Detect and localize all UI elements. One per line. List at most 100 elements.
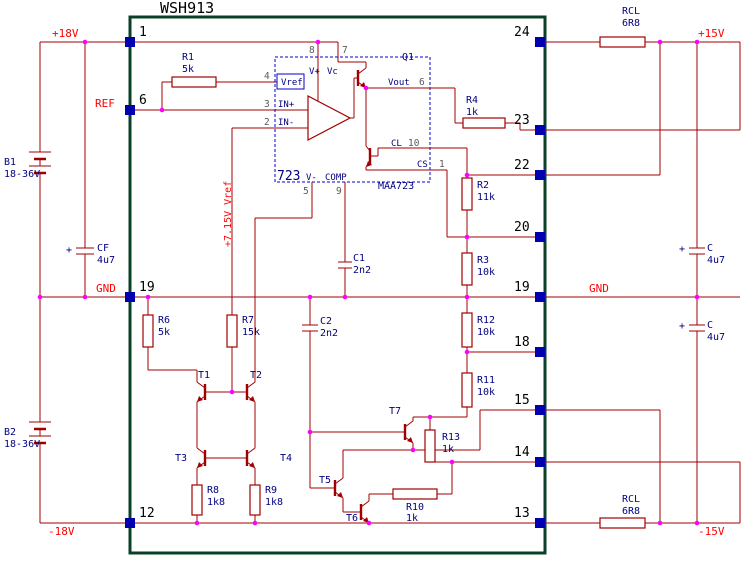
- part-cf-value: 4u7: [97, 255, 115, 266]
- ic-pin-comp: COMP: [325, 173, 347, 183]
- part-r10-name: R10: [406, 502, 424, 513]
- part-r4-name: R4: [466, 95, 478, 106]
- part-rcl-bot-name: RCL: [622, 494, 640, 505]
- pin-label-19-left: 19: [139, 280, 155, 295]
- net-label-plus15v: +15V: [698, 27, 725, 40]
- part-t4-name: T4: [280, 453, 292, 464]
- resistor-r1: [171, 76, 217, 88]
- part-cbot-value: 4u7: [707, 332, 725, 343]
- ic-pinnum-3: 3: [264, 99, 270, 110]
- part-rcl-top-name: RCL: [622, 6, 640, 17]
- pin-square-24: [535, 37, 545, 47]
- resistor-r4: [462, 117, 506, 129]
- capacitor-cf-plates: [76, 247, 94, 255]
- ic-pinnum-1: 1: [439, 159, 445, 170]
- pin-label-14: 14: [514, 445, 530, 460]
- ic-pin-vplus: V+: [309, 67, 320, 77]
- part-r10-value: 1k: [406, 513, 418, 524]
- pin-label-24: 24: [514, 25, 530, 40]
- part-r4-value: 1k: [466, 107, 478, 118]
- wire-set-cl-cs: [365, 147, 468, 237]
- transistor-t6: [359, 500, 370, 524]
- chip-frame: [128, 15, 547, 555]
- wires-right-column: [343, 174, 535, 494]
- part-b2-value: 18-36V: [4, 439, 40, 450]
- net-label-ref: REF: [95, 97, 115, 110]
- pin-label-1: 1: [139, 25, 147, 40]
- ic-723-dashed-box: [274, 56, 431, 183]
- ic-pin-vref: Vref: [281, 78, 303, 88]
- part-r7-value: 15k: [242, 327, 260, 338]
- pin-label-23: 23: [514, 113, 530, 128]
- transistor-t2: [245, 381, 256, 403]
- net-label-minus18v: -18V: [48, 525, 75, 538]
- pin-square-1: [125, 37, 135, 47]
- net-label-vref: +7.15V Vref: [223, 181, 234, 247]
- ic-pinnum-7: 7: [342, 45, 348, 56]
- resistor-r13: [424, 429, 436, 463]
- part-b1-name: B1: [4, 157, 16, 168]
- pin-square-18: [535, 347, 545, 357]
- part-r13-name: R13: [442, 432, 460, 443]
- ic-pinnum-5: 5: [303, 186, 309, 197]
- part-t2-name: T2: [250, 370, 262, 381]
- wire-set-opamp: [135, 41, 367, 392]
- part-t3-name: T3: [175, 453, 187, 464]
- part-r1-name: R1: [182, 52, 194, 63]
- part-cbot-plus: +: [679, 321, 685, 332]
- part-r12-value: 10k: [477, 327, 495, 338]
- part-r9-value: 1k8: [265, 497, 283, 508]
- pin-label-15: 15: [514, 393, 530, 408]
- part-rcl-bot-value: 6R8: [622, 506, 640, 517]
- pin-square-6: [125, 105, 135, 115]
- ic-pinnum-10: 10: [408, 138, 420, 149]
- part-ctop-plus: +: [679, 244, 685, 255]
- resistor-r3: [461, 252, 473, 286]
- resistor-rcl-bottom: [599, 517, 646, 529]
- pin-label-6: 6: [139, 93, 147, 108]
- net-label-minus15v: -15V: [698, 525, 725, 538]
- pin-square-20: [535, 232, 545, 242]
- pin-squares: [125, 37, 545, 528]
- wires-vout: [365, 87, 535, 146]
- wires-external-right: [545, 36, 741, 529]
- resistor-r11: [461, 372, 473, 408]
- wire-set-right: [545, 41, 741, 524]
- part-cf-name: CF: [97, 243, 109, 254]
- ic-pin-vminus: V-: [306, 173, 317, 183]
- part-cbot-name: C: [707, 320, 713, 331]
- part-r6-name: R6: [158, 315, 170, 326]
- part-c1-value: 2n2: [353, 265, 371, 276]
- ic-pin-inminus: IN-: [278, 118, 294, 128]
- wires-internal-lower: [135, 182, 535, 524]
- wire-set-lower: [135, 182, 535, 524]
- pin-square-13: [535, 518, 545, 528]
- ic-pin-inplus: IN+: [278, 100, 295, 110]
- pin-label-12: 12: [139, 506, 155, 521]
- ic-pin-cs: CS: [417, 160, 428, 170]
- part-cf-plus: +: [66, 245, 72, 256]
- capacitor-c-plates: [689, 247, 705, 332]
- part-r13-value: 1k: [442, 444, 454, 455]
- transistor-t4: [245, 447, 256, 469]
- net-label-plus18v: +18V: [52, 27, 79, 40]
- ic-pinnum-6: 6: [419, 77, 425, 88]
- part-r8-value: 1k8: [207, 497, 225, 508]
- resistor-r7: [226, 314, 238, 348]
- ic-pinnum-9: 9: [336, 186, 342, 197]
- cl-emitter-arrow: [366, 161, 372, 167]
- pin-square-19-left: [125, 292, 135, 302]
- part-r6-value: 5k: [158, 327, 170, 338]
- pin-square-22: [535, 170, 545, 180]
- part-r2-value: 11k: [477, 192, 495, 203]
- opamp-triangle: [307, 95, 352, 141]
- part-ctop-value: 4u7: [707, 255, 725, 266]
- part-r11-name: R11: [477, 375, 495, 386]
- part-r3-value: 10k: [477, 267, 495, 278]
- resistor-r12: [461, 312, 473, 348]
- pin-label-20: 20: [514, 220, 530, 235]
- ic-pinnum-4: 4: [264, 71, 270, 82]
- part-b2-name: B2: [4, 427, 16, 438]
- transistor-t5: [333, 477, 344, 499]
